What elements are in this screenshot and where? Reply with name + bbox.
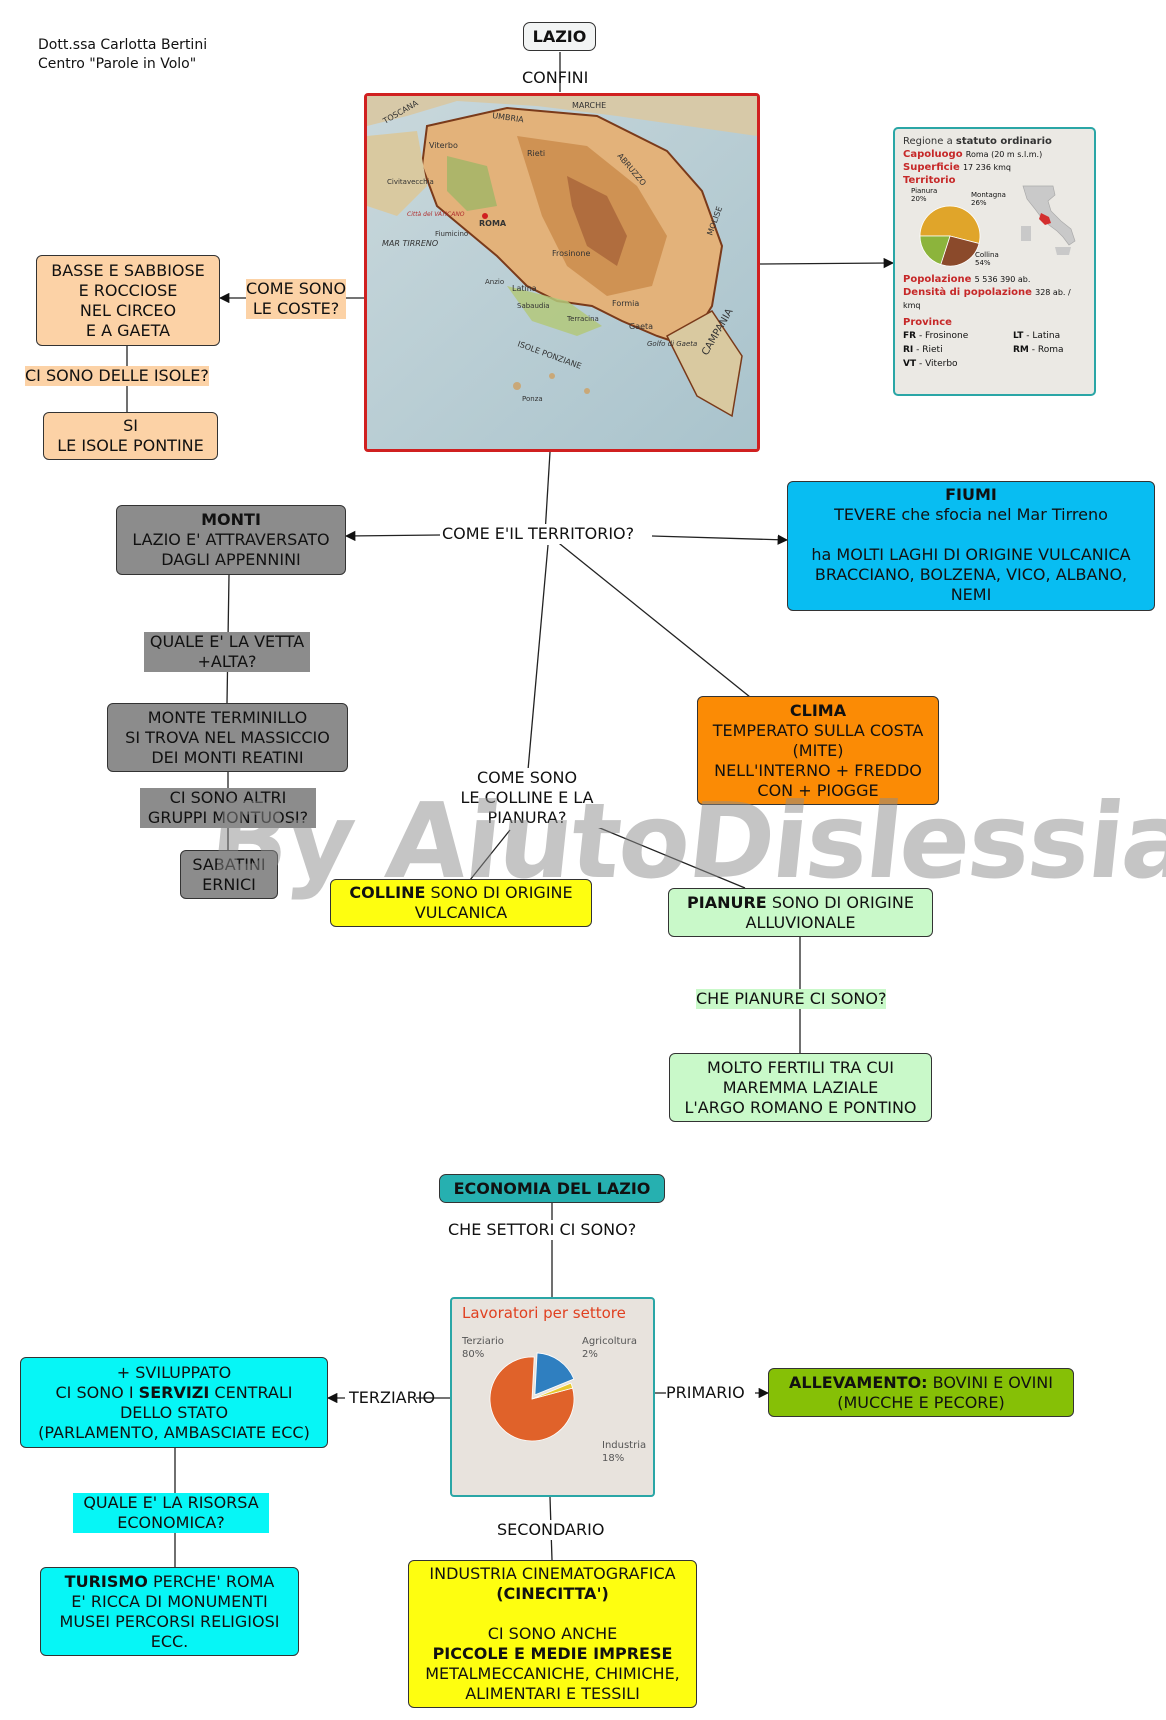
node-gruppi[interactable]: SABATINI ERNICI	[180, 850, 278, 899]
map-label-terracina: Terracina	[566, 315, 599, 323]
node-monti[interactable]: MONTI LAZIO E' ATTRAVERSATO DAGLI APPENN…	[116, 505, 346, 575]
node-isole[interactable]: SI LE ISOLE PONTINE	[43, 412, 218, 460]
map-label-gaeta: Gaeta	[629, 322, 653, 331]
map-label-frosinone: Frosinone	[552, 249, 590, 258]
label-confini: CONFINI	[522, 68, 589, 87]
label-terziario: TERZIARIO	[349, 1388, 436, 1407]
province-lt: LT - Latina	[1013, 331, 1061, 341]
question-isole: CI SONO DELLE ISOLE?	[25, 366, 209, 386]
pie-label-pianura: Pianura 20%	[911, 187, 938, 203]
question-coste: COME SONO LE COSTE?	[246, 279, 347, 319]
map-label-marche: MARCHE	[572, 101, 606, 110]
map-photo[interactable]: TOSCANA UMBRIA MARCHE ABRUZZO MOLISE CAM…	[364, 93, 760, 452]
node-fiumi[interactable]: FIUMI TEVERE che sfocia nel Mar Tirreno …	[787, 481, 1155, 611]
info-territorio: Territorio	[903, 175, 956, 186]
map-label-anzio: Anzio	[485, 278, 504, 286]
question-pianure: CHE PIANURE CI SONO?	[696, 989, 887, 1009]
workers-label-industria: Industria 18%	[602, 1440, 647, 1464]
map-label-sabaudia: Sabaudia	[517, 302, 550, 310]
map-label-vaticano: Città del VATICANO	[407, 211, 465, 218]
author-credit: Dott.ssa Carlotta Bertini Centro "Parole…	[38, 36, 207, 74]
map-label-mar-tirreno: MAR TIRRENO	[382, 239, 438, 248]
title-text: LAZIO	[532, 26, 587, 46]
map-label-fiumicino: Fiumicino	[435, 230, 468, 238]
node-pianure-list[interactable]: MOLTO FERTILI TRA CUI MAREMMA LAZIALE L'…	[669, 1053, 932, 1122]
workers-pie	[489, 1352, 575, 1442]
workers-chart-card[interactable]: Lavoratori per settore Terziario 80% Agr…	[450, 1297, 655, 1497]
territorio-pie	[919, 205, 981, 267]
workers-slice-industria	[534, 1352, 575, 1396]
territorio-slice-collina	[919, 205, 981, 244]
question-vetta: QUALE E' LA VETTA +ALTA?	[144, 632, 310, 672]
node-coste[interactable]: BASSE E SABBIOSE E ROCCIOSE NEL CIRCEO E…	[36, 255, 220, 346]
lazio-map-illustration: TOSCANA UMBRIA MARCHE ABRUZZO MOLISE CAM…	[367, 96, 757, 449]
node-industria[interactable]: INDUSTRIA CINEMATOGRAFICA (CINECITTA') C…	[408, 1560, 697, 1708]
node-clima[interactable]: CLIMA TEMPERATO SULLA COSTA (MITE) NELL'…	[697, 696, 939, 805]
question-risorsa: QUALE E' LA RISORSA ECONOMICA?	[73, 1493, 269, 1533]
title-node-lazio[interactable]: LAZIO	[523, 22, 596, 51]
map-label-civitavecchia: Civitavecchia	[387, 178, 434, 186]
workers-label-terziario: Terziario 80%	[462, 1336, 504, 1360]
info-superficie: Superficie 17 236 kmq	[903, 162, 1011, 173]
province-rm: RM - Roma	[1013, 345, 1064, 355]
region-info-card[interactable]: Regione a statuto ordinario Capoluogo Ro…	[893, 127, 1096, 396]
question-settori: CHE SETTORI CI SONO?	[448, 1220, 637, 1240]
info-densita: Densità di popolazione 328 ab. / kmq	[903, 287, 1071, 310]
question-territorio: COME E'IL TERRITORIO?	[440, 524, 637, 544]
node-vetta[interactable]: MONTE TERMINILLO SI TROVA NEL MASSICCIO …	[107, 703, 348, 772]
question-gruppi: CI SONO ALTRI GRUPPI MONTUOSI?	[140, 788, 316, 828]
territorio-slice-montagna	[940, 235, 980, 267]
territorio-chart: Pianura 20% Montagna 26% Collina 54%	[903, 185, 1086, 273]
province-ri: RI - Rieti	[903, 345, 943, 355]
map-label-umbria: UMBRIA	[492, 111, 525, 124]
workers-label-agricoltura: Agricoltura 2%	[582, 1336, 637, 1360]
node-terziario[interactable]: + SVILUPPATO CI SONO I SERVIZI CENTRALI …	[20, 1357, 328, 1448]
province-vt: VT - Viterbo	[903, 359, 958, 369]
italy-outline-icon	[1021, 185, 1076, 255]
workers-slice-agricoltura	[531, 1382, 574, 1400]
author-center: Centro "Parole in Volo"	[38, 56, 197, 72]
info-capoluogo: Capoluogo Roma (20 m s.l.m.)	[903, 149, 1043, 160]
node-allevamento[interactable]: ALLEVAMENTO: BOVINI E OVINI (MUCCHE E PE…	[768, 1368, 1074, 1417]
info-popolazione: Popolazione 5 536 390 ab.	[903, 274, 1031, 285]
map-label-latina: Latina	[512, 284, 537, 293]
node-pianure[interactable]: PIANURE SONO DI ORIGINE ALLUVIONALE	[668, 888, 933, 937]
node-economia[interactable]: ECONOMIA DEL LAZIO	[439, 1174, 665, 1203]
info-province: Province	[903, 317, 952, 328]
author-name: Dott.ssa Carlotta Bertini	[38, 37, 208, 53]
info-heading: Regione a statuto ordinario	[903, 136, 1052, 147]
province-list: FR - Frosinone LT - Latina RI - Rieti RM…	[903, 329, 1086, 371]
province-fr: FR - Frosinone	[903, 331, 969, 341]
label-secondario: SECONDARIO	[497, 1520, 605, 1540]
pie-label-collina: Collina 54%	[975, 251, 999, 267]
node-colline[interactable]: COLLINE SONO DI ORIGINE VULCANICA	[330, 879, 592, 927]
pie-label-montagna: Montagna 26%	[971, 191, 1006, 207]
map-label-golfo-gaeta: Golfo di Gaeta	[647, 340, 697, 348]
question-colline: COME SONO LE COLLINE E LA PIANURA?	[448, 768, 606, 828]
map-label-ponza: Ponza	[522, 395, 543, 403]
map-label-viterbo: Viterbo	[429, 141, 458, 150]
workers-chart-title: Lavoratori per settore	[462, 1304, 626, 1322]
map-label-roma: ROMA	[479, 219, 507, 228]
map-label-formia: Formia	[612, 299, 639, 308]
territorio-slice-pianura	[919, 235, 951, 266]
label-primario: PRIMARIO	[666, 1383, 745, 1402]
node-turismo[interactable]: TURISMO PERCHE' ROMA E' RICCA DI MONUMEN…	[40, 1567, 299, 1656]
map-label-rieti: Rieti	[527, 149, 545, 158]
